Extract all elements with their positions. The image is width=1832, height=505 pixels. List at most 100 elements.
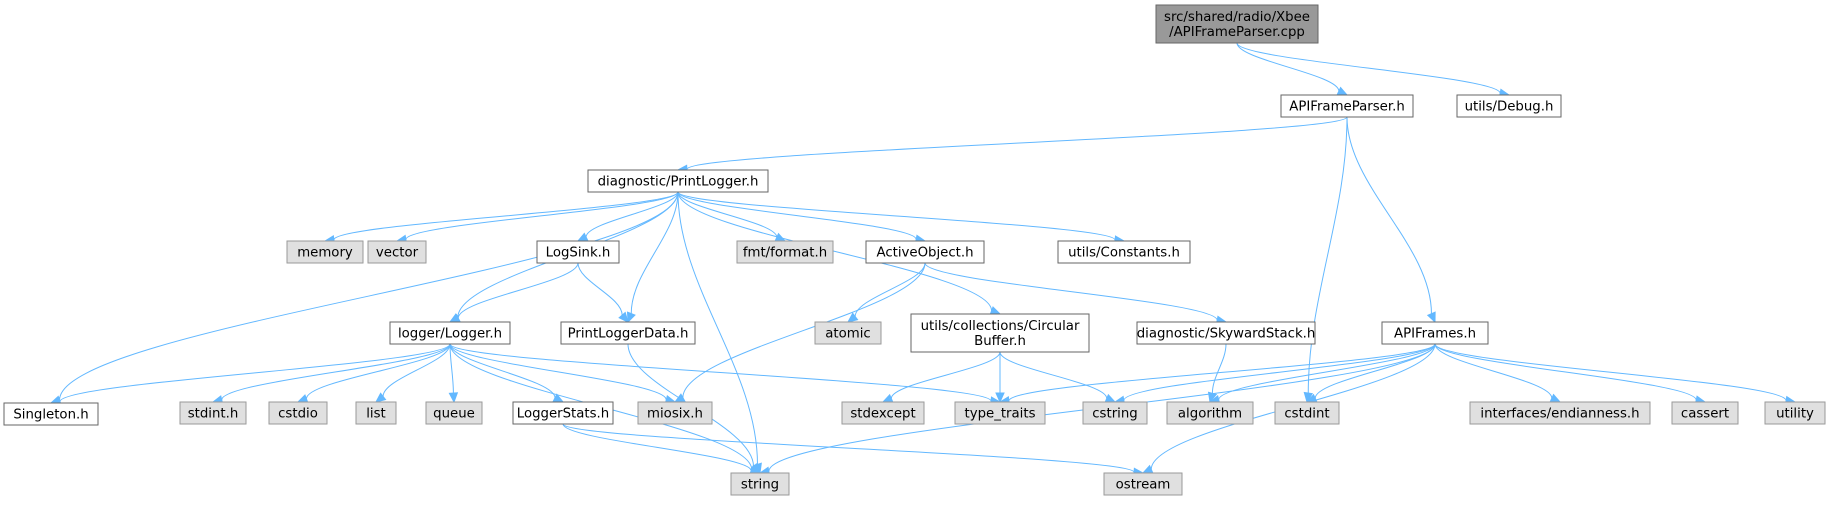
edge-arrowhead <box>1303 391 1314 404</box>
node-loggerstats[interactable]: LoggerStats.h <box>512 401 614 425</box>
node-apiframes[interactable]: APIFrames.h <box>1381 321 1489 345</box>
node-logsink[interactable]: LogSink.h <box>536 240 620 264</box>
node-label: cstring <box>1092 407 1137 422</box>
edge-loggerstats-to-ostream <box>562 423 1145 477</box>
node-fmtformat: fmt/format.h <box>736 240 834 264</box>
node-label: LoggerStats.h <box>517 407 609 422</box>
edge-line <box>449 343 667 400</box>
node-cstring: cstring <box>1082 401 1148 425</box>
node-label: vector <box>376 246 419 261</box>
edge-loggerstats-to-string <box>562 423 762 476</box>
node-skywardstack[interactable]: diagnostic/SkywardStack.h <box>1136 321 1316 345</box>
edge-logger-to-typetraits <box>449 343 1002 406</box>
node-label: memory <box>297 246 353 261</box>
node-printlogger[interactable]: diagnostic/PrintLogger.h <box>587 169 769 193</box>
edge-arrowhead <box>618 311 629 323</box>
edge-apiframeparser-to-apiframes <box>1346 116 1436 324</box>
edge-line <box>890 351 1001 399</box>
edge-apiframes-to-cstring <box>1113 343 1436 405</box>
edge-line <box>1211 343 1227 394</box>
node-box <box>865 240 985 264</box>
edge-logger-to-queue <box>448 343 459 404</box>
node-root[interactable]: src/shared/radio/Xbee/APIFrameParser.cpp <box>1155 4 1319 44</box>
node-box <box>1456 94 1562 118</box>
edge-root-to-debug <box>1236 42 1511 98</box>
node-constants[interactable]: utils/Constants.h <box>1057 240 1191 264</box>
edge-printlogger-to-memory <box>323 191 679 245</box>
node-apiframeparser[interactable]: APIFrameParser.h <box>1280 94 1414 118</box>
node-box <box>814 321 882 345</box>
node-stdint: stdint.h <box>179 401 247 425</box>
edge-line <box>305 343 451 399</box>
node-label: PrintLoggerData.h <box>568 327 689 342</box>
edge-line <box>1307 116 1348 394</box>
node-logger[interactable]: logger/Logger.h <box>389 321 511 345</box>
node-box <box>1280 94 1414 118</box>
edge-line <box>677 191 993 311</box>
edge-logger-to-cstdio <box>296 343 451 404</box>
edge-line <box>682 262 926 398</box>
node-box <box>1103 472 1183 496</box>
node-label: utility <box>1776 407 1814 422</box>
edge-arrowhead <box>1104 393 1117 403</box>
node-cassert: cassert <box>1671 401 1739 425</box>
edge-arrowhead <box>995 392 1005 404</box>
node-box <box>536 240 620 264</box>
node-printloggerdata[interactable]: PrintLoggerData.h <box>560 321 696 345</box>
node-debug[interactable]: utils/Debug.h <box>1456 94 1562 118</box>
edge-line <box>585 191 679 238</box>
node-miosix: miosix.h <box>637 401 713 425</box>
node-box <box>730 472 790 496</box>
edge-logsink-to-printloggerdata <box>577 262 629 323</box>
node-label: ostream <box>1116 478 1171 493</box>
edge-line <box>59 191 679 401</box>
edge-line <box>333 191 679 241</box>
edge-logsink-to-logger <box>448 262 579 323</box>
node-box <box>1274 401 1340 425</box>
node-box <box>389 321 511 345</box>
node-box <box>179 401 247 425</box>
edge-line <box>1434 343 1697 401</box>
edge-line <box>1008 343 1436 402</box>
edge-line <box>59 343 451 403</box>
node-label: utils/Constants.h <box>1068 246 1180 261</box>
node-endianness: interfaces/endianness.h <box>1469 401 1651 425</box>
node-ostream: ostream <box>1103 472 1183 496</box>
node-label: cstdio <box>278 407 318 422</box>
edge-activeobject-to-miosix <box>673 262 926 403</box>
edge-line <box>630 191 679 314</box>
edge-arrowhead <box>296 394 309 404</box>
node-singleton[interactable]: Singleton.h <box>3 402 99 426</box>
edge-logger-to-list <box>375 343 451 403</box>
node-cstdint: cstdint <box>1274 401 1340 425</box>
node-activeobject[interactable]: ActiveObject.h <box>865 240 985 264</box>
edge-apiframes-to-utility <box>1434 343 1797 406</box>
node-label: logger/Logger.h <box>398 327 502 342</box>
node-label: diagnostic/PrintLogger.h <box>598 175 759 190</box>
edge-line <box>1236 42 1501 94</box>
edge-line <box>449 343 556 399</box>
edge-line <box>1218 343 1436 400</box>
node-label: Singleton.h <box>13 408 88 423</box>
edge-circularbuffer-to-typetraits <box>995 351 1005 404</box>
node-label: stdint.h <box>188 407 239 422</box>
node-box <box>1469 401 1651 425</box>
edge-printlogger-to-printloggerdata <box>626 191 679 324</box>
node-label: stdexcept <box>850 407 915 422</box>
node-label: miosix.h <box>647 407 703 422</box>
edge-arrowhead <box>448 392 459 404</box>
edge-apiframes-to-endianness <box>1434 343 1562 403</box>
edge-line <box>924 262 1218 321</box>
node-box <box>1381 321 1489 345</box>
node-queue: queue <box>425 401 483 425</box>
edge-line <box>1236 42 1340 92</box>
node-box <box>286 240 364 264</box>
node-box <box>1155 4 1319 44</box>
edge-line <box>562 423 1135 473</box>
edge-line <box>1434 343 1787 402</box>
edge-line <box>1434 343 1553 399</box>
node-label: Buffer.h <box>974 334 1026 349</box>
node-box <box>512 401 614 425</box>
